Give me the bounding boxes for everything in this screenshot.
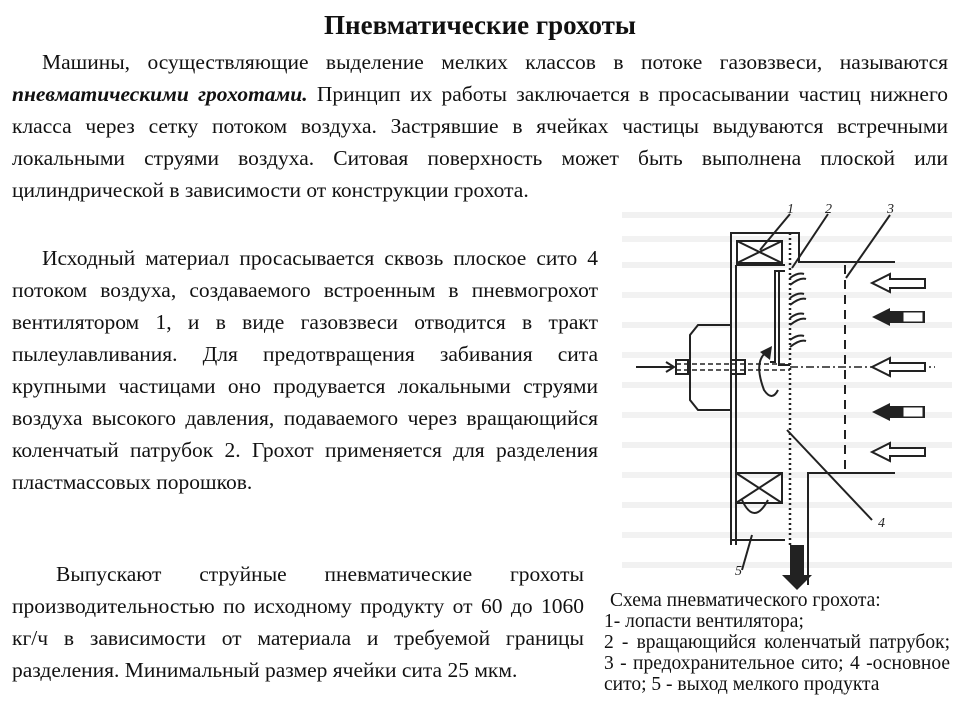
- process-text: Исходный материал просасывается сквозь п…: [12, 246, 598, 494]
- intro-tail: Принцип их работы заключается в просасыв…: [12, 82, 948, 202]
- caption-title: Схема пневматического грохота:: [610, 590, 881, 611]
- intro-paragraph: Машины, осуществляющие выделение мелких …: [12, 46, 948, 206]
- production-paragraph: Выпускают струйные пневматические грохот…: [12, 558, 584, 686]
- intro-emphasis: пневматическими грохотами.: [12, 82, 308, 106]
- label-4: 4: [878, 516, 885, 531]
- pneumatic-screen-diagram: 1 2 3 4 5: [622, 202, 952, 590]
- label-3: 3: [886, 202, 894, 217]
- label-5: 5: [735, 564, 742, 579]
- scan-background: [622, 212, 952, 568]
- production-text: Выпускают струйные пневматические грохот…: [12, 562, 584, 682]
- process-paragraph: Исходный материал просасывается сквозь п…: [12, 242, 598, 498]
- figure-caption: Схема пневматического грохота: 1- лопаст…: [604, 590, 950, 695]
- label-2: 2: [825, 202, 832, 217]
- label-1: 1: [787, 202, 794, 217]
- caption-items-2-5: 2 - вращающийся коленчатый патрубок; 3 -…: [604, 632, 950, 695]
- caption-item-1: 1- лопасти вентилятора;: [604, 611, 804, 632]
- intro-lead: Машины, осуществляющие выделение мелких …: [42, 50, 948, 74]
- slide-title: Пневматические грохоты: [324, 10, 636, 40]
